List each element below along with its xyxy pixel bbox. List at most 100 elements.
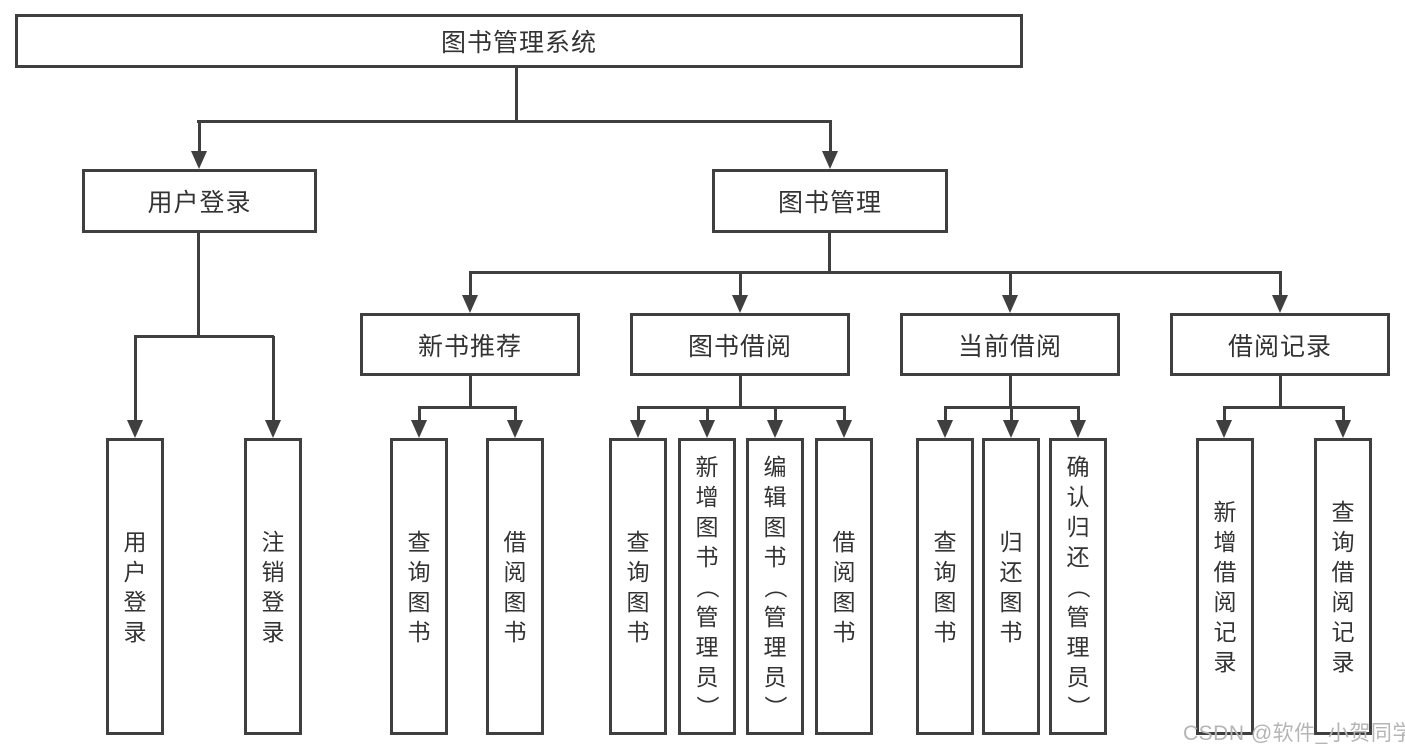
vertical-char: 询 bbox=[626, 558, 650, 585]
arrowhead-down-icon bbox=[937, 420, 953, 438]
connector-arrow-stem bbox=[198, 121, 201, 153]
connector-arrow-stem bbox=[706, 407, 709, 422]
vertical-char: 登 bbox=[261, 588, 285, 615]
vertical-char: 销 bbox=[261, 558, 285, 585]
node-book-borrowing: 图书借阅 bbox=[630, 313, 850, 376]
vertical-char: 书 bbox=[626, 618, 650, 645]
vertical-char: 录 bbox=[1213, 648, 1237, 675]
connector-arrow-stem bbox=[469, 272, 472, 297]
connector-horizontal-line bbox=[197, 120, 832, 123]
vertical-char: 还 bbox=[999, 558, 1023, 585]
connector-horizontal-line bbox=[134, 335, 274, 338]
vertical-char: 图 bbox=[832, 588, 856, 615]
vertical-char: 编 bbox=[763, 453, 787, 480]
vertical-char: 询 bbox=[407, 558, 431, 585]
vertical-char: 书 bbox=[503, 618, 527, 645]
vertical-char: 增 bbox=[1213, 528, 1237, 555]
leaf-logout: 注销登录 bbox=[244, 438, 302, 735]
leaf-borrow-books-recommend: 借阅图书 bbox=[486, 438, 544, 735]
vertical-char: 记 bbox=[1331, 618, 1355, 645]
connector-arrow-stem bbox=[1077, 407, 1080, 422]
vertical-char: 书 bbox=[832, 618, 856, 645]
vertical-char: 管 bbox=[695, 603, 719, 630]
vertical-char: 新 bbox=[695, 453, 719, 480]
vertical-char: 录 bbox=[261, 618, 285, 645]
arrowhead-down-icon bbox=[1002, 295, 1018, 313]
vertical-char: 图 bbox=[999, 588, 1023, 615]
vertical-char: 员 bbox=[1066, 663, 1090, 690]
arrowhead-down-icon bbox=[767, 420, 783, 438]
vertical-char: 图 bbox=[503, 588, 527, 615]
arrowhead-down-icon bbox=[836, 420, 852, 438]
connector-arrow-stem bbox=[418, 407, 421, 422]
arrowhead-down-icon bbox=[699, 420, 715, 438]
vertical-char: 理 bbox=[695, 633, 719, 660]
vertical-char: 书 bbox=[407, 618, 431, 645]
node-new-book-recommendation: 新书推荐 bbox=[360, 313, 580, 376]
csdn-watermark: CSDN @软件_小贺同学 bbox=[1183, 722, 1405, 745]
arrowhead-down-icon bbox=[1335, 420, 1351, 438]
vertical-char: 记 bbox=[1213, 618, 1237, 645]
vertical-char: 询 bbox=[933, 558, 957, 585]
vertical-char: 查 bbox=[407, 528, 431, 555]
arrowhead-down-icon bbox=[462, 295, 478, 313]
vertical-char: 录 bbox=[123, 618, 147, 645]
arrowhead-down-icon bbox=[507, 420, 523, 438]
vertical-char: 阅 bbox=[832, 558, 856, 585]
connector-horizontal-line bbox=[637, 406, 846, 409]
arrowhead-down-icon bbox=[411, 420, 427, 438]
vertical-char: ） bbox=[694, 695, 720, 718]
vertical-char: 理 bbox=[763, 633, 787, 660]
connector-horizontal-line bbox=[469, 271, 1282, 274]
connector-vertical-line bbox=[1009, 376, 1012, 409]
vertical-char: 辑 bbox=[763, 483, 787, 510]
vertical-char: 借 bbox=[503, 528, 527, 555]
node-label: 图书管理系统 bbox=[440, 29, 597, 57]
connector-arrow-stem bbox=[1009, 272, 1012, 297]
connector-arrow-stem bbox=[944, 407, 947, 422]
leaf-borrow-books: 借阅图书 bbox=[815, 438, 873, 735]
vertical-char: 书 bbox=[763, 543, 787, 570]
node-label: 新书推荐 bbox=[417, 332, 522, 361]
arrowhead-down-icon bbox=[191, 151, 207, 169]
arrowhead-down-icon bbox=[265, 420, 281, 438]
vertical-char: 图 bbox=[933, 588, 957, 615]
vertical-char: （ bbox=[1065, 575, 1091, 598]
vertical-char: 员 bbox=[695, 663, 719, 690]
vertical-char: 图 bbox=[626, 588, 650, 615]
vertical-char: 管 bbox=[1066, 603, 1090, 630]
vertical-char: 归 bbox=[1066, 513, 1090, 540]
vertical-char: 书 bbox=[695, 543, 719, 570]
node-label: 用户登录 bbox=[147, 189, 252, 217]
leaf-query-borrow-record: 查询借阅记录 bbox=[1314, 438, 1372, 735]
vertical-char: 阅 bbox=[503, 558, 527, 585]
arrowhead-down-icon bbox=[1003, 420, 1019, 438]
leaf-add-books-admin: 新增图书（管理员） bbox=[678, 438, 736, 735]
vertical-char: ） bbox=[762, 695, 788, 718]
node-current-borrowing: 当前借阅 bbox=[900, 313, 1120, 376]
leaf-user-login: 用户登录 bbox=[106, 438, 164, 735]
node-label: 借阅记录 bbox=[1227, 332, 1332, 361]
node-library-management-system: 图书管理系统 bbox=[15, 14, 1023, 68]
vertical-char: 借 bbox=[1331, 558, 1355, 585]
node-borrowing-records: 借阅记录 bbox=[1170, 313, 1390, 376]
connector-arrow-stem bbox=[843, 407, 846, 422]
vertical-char: 用 bbox=[123, 528, 147, 555]
connector-arrow-stem bbox=[1010, 407, 1013, 422]
vertical-char: 注 bbox=[261, 528, 285, 555]
vertical-char: 图 bbox=[763, 513, 787, 540]
vertical-char: （ bbox=[694, 575, 720, 598]
vertical-char: 询 bbox=[1331, 528, 1355, 555]
vertical-char: 录 bbox=[1331, 648, 1355, 675]
vertical-char: 认 bbox=[1066, 483, 1090, 510]
connector-vertical-line bbox=[739, 376, 742, 409]
connector-arrow-stem bbox=[1223, 407, 1226, 422]
vertical-char: 理 bbox=[1066, 633, 1090, 660]
vertical-char: 查 bbox=[626, 528, 650, 555]
arrowhead-down-icon bbox=[732, 295, 748, 313]
connector-arrow-stem bbox=[739, 272, 742, 297]
connector-arrow-stem bbox=[829, 121, 832, 153]
vertical-char: 员 bbox=[763, 663, 787, 690]
node-label: 图书管理 bbox=[777, 189, 882, 217]
